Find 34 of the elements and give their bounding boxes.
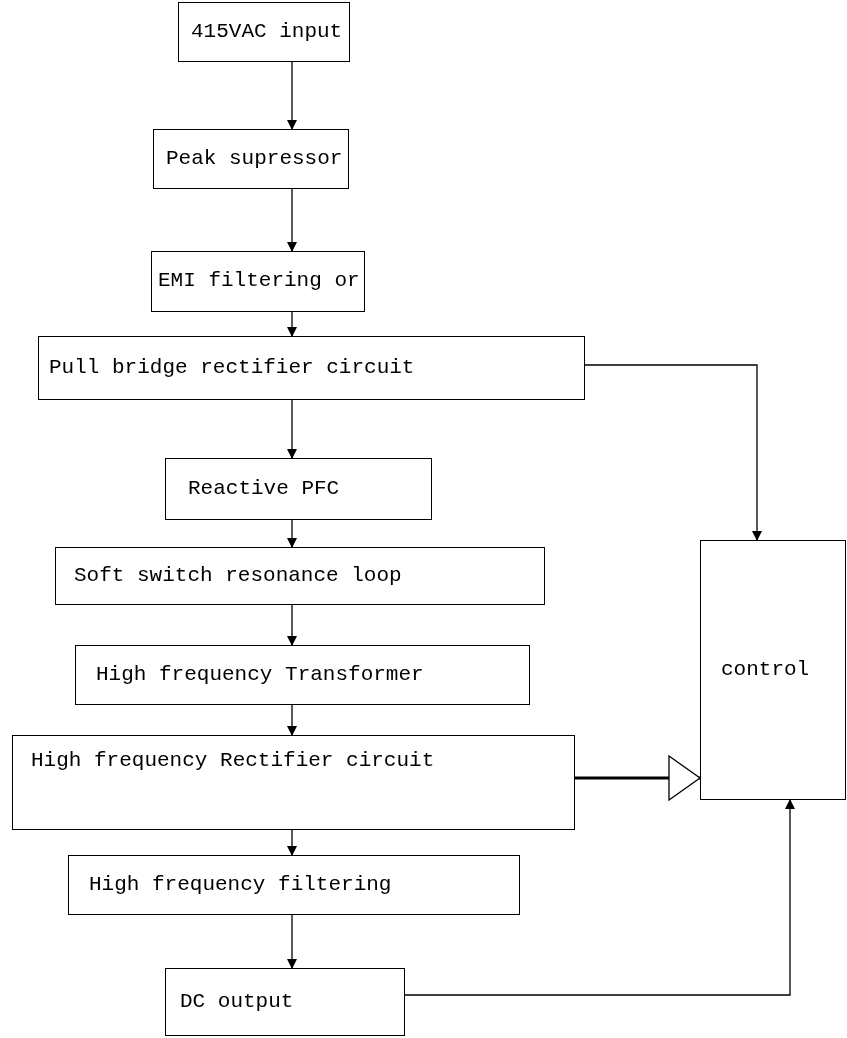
box-label: control [721,656,810,683]
process-box [165,968,405,1036]
arrow [287,311,297,337]
box-label: High frequency Rectifier circuit [31,748,435,774]
process-box [700,540,846,800]
process-box [12,735,575,830]
process-box [75,645,530,705]
box-label: Reactive PFC [188,475,340,502]
arrow [287,188,297,252]
arrow [287,704,297,736]
box-label: High frequency filtering [89,871,392,898]
arrow [584,364,762,541]
box-label: Pull bridge rectifier circuit [49,354,415,381]
arrow [287,61,297,130]
process-box [165,458,432,520]
box-label: High frequency Transformer [96,661,424,688]
process-box [151,251,365,312]
box-label: DC output [180,988,294,1015]
process-box [153,129,349,189]
arrow [287,829,297,856]
arrow [287,519,297,548]
box-label: 415VAC input [191,18,343,45]
process-box [178,2,350,62]
arrow [287,399,297,459]
box-label: EMI filtering or [158,268,360,295]
arrow [287,604,297,646]
box-label: Peak supressor [166,145,343,172]
arrow [575,755,701,801]
box-label: Soft switch resonance loop [74,562,402,589]
arrow [287,914,297,969]
process-box [38,336,585,400]
arrow [404,799,795,996]
process-box [55,547,545,605]
process-box [68,855,520,915]
